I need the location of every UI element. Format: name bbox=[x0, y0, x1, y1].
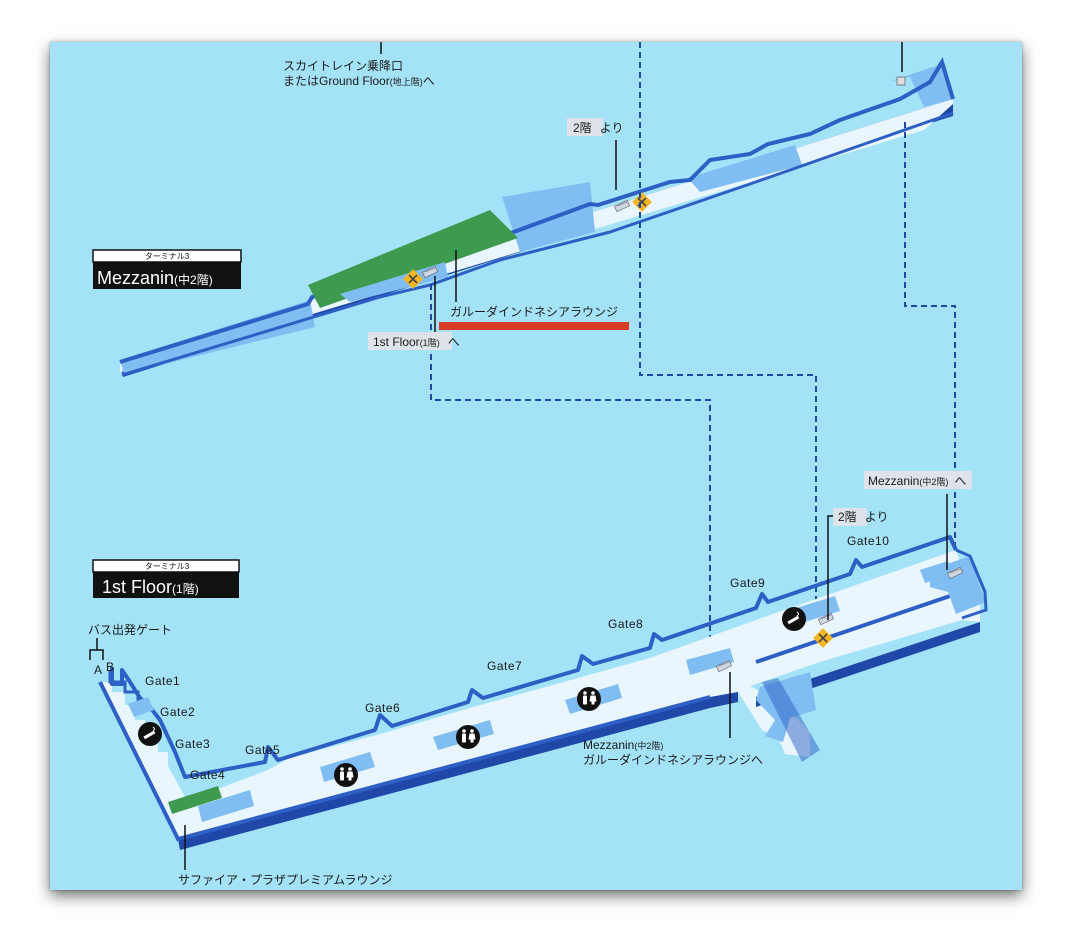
lounge-highlight-bar bbox=[439, 322, 629, 330]
elevator-icon bbox=[896, 76, 906, 86]
gate-2: Gate2 bbox=[160, 705, 195, 719]
bus-gate-b: B bbox=[106, 660, 115, 674]
restroom-icon bbox=[577, 687, 601, 711]
from-2f-label: 2階より bbox=[573, 120, 623, 135]
smoking-icon bbox=[781, 606, 807, 632]
sapphire-lounge-area bbox=[168, 786, 222, 814]
to-mezzanine-label: Mezzanin(中2階)へ bbox=[868, 474, 966, 488]
mezz-lounge-line2: ガルーダインドネシアラウンジへ bbox=[583, 752, 763, 767]
gate-9: Gate9 bbox=[730, 576, 765, 590]
first-floor-title: 1st Floor(1階) bbox=[102, 577, 199, 597]
mezzanine-title-block bbox=[92, 249, 242, 289]
terminal-tag: ターミナル3 bbox=[145, 252, 190, 261]
ff-from-2f-label: 2階より bbox=[838, 509, 888, 524]
bus-gate-a: A bbox=[94, 663, 103, 677]
terminal-map: ターミナル3 Mezzanin(中2階) スカイトレイン乗降口 またはGroun… bbox=[50, 42, 1022, 890]
restroom-icon bbox=[334, 763, 358, 787]
skytrain-label: スカイトレイン乗降口 bbox=[283, 59, 403, 73]
mezzanine-floor-plan bbox=[119, 57, 955, 377]
gate-3: Gate3 bbox=[175, 737, 210, 751]
sapphire-lounge-label: サファイア・プラザプレミアムラウンジ bbox=[178, 873, 393, 887]
smoking-icon bbox=[137, 721, 163, 747]
map-canvas: ターミナル3 Mezzanin(中2階) スカイトレイン乗降口 またはGroun… bbox=[88, 42, 988, 887]
gate-4: Gate4 bbox=[190, 768, 225, 782]
gate-7: Gate7 bbox=[487, 659, 522, 673]
gate-1: Gate1 bbox=[145, 674, 180, 688]
gate-5: Gate5 bbox=[245, 743, 280, 757]
bus-gate-label: バス出発ゲート bbox=[88, 623, 172, 637]
first-floor-title-block bbox=[92, 559, 240, 598]
gate-6: Gate6 bbox=[365, 701, 400, 715]
terminal-tag: ターミナル3 bbox=[145, 562, 190, 571]
mezz-lounge-line1: Mezzanin(中2階) bbox=[583, 738, 663, 752]
garuda-lounge-area bbox=[308, 210, 518, 308]
restroom-icon bbox=[456, 725, 480, 749]
gate-10: Gate10 bbox=[847, 534, 889, 548]
ground-floor-label: またはGround Floor(地上階)へ bbox=[283, 74, 435, 88]
mezzanine-title: Mezzanin(中2階) bbox=[97, 268, 213, 288]
to-1f-label: 1st Floor(1階)へ bbox=[373, 335, 460, 349]
garuda-lounge-label: ガルーダインドネシアラウンジ bbox=[450, 304, 618, 319]
gate-8: Gate8 bbox=[608, 617, 643, 631]
route-lines bbox=[430, 42, 956, 662]
